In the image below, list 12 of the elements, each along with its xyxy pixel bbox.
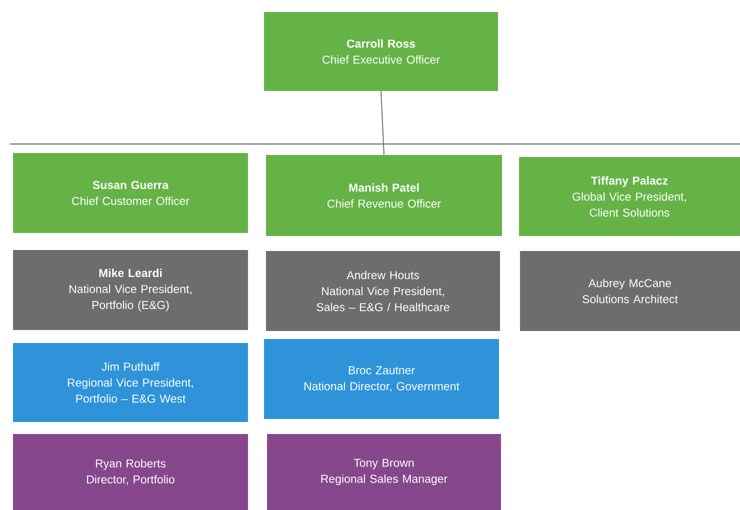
- person-box: Aubrey McCane Solutions Architect: [520, 251, 740, 331]
- person-box: Carroll Ross Chief Executive Officer: [264, 12, 498, 91]
- person-box: Jim Puthuff Regional Vice President, Portfolio – E&G West: [13, 343, 248, 422]
- person-box: Susan Guerra Chief Customer Officer: [13, 153, 248, 233]
- person-box: Andrew Houts National Vice President, Sales – E&G / Healthcare: [266, 251, 500, 331]
- person-box: Tiffany Palacz Global Vice President, Client Solutions: [519, 157, 740, 236]
- connector-line: [380, 90, 384, 156]
- person-box: Manish Patel Chief Revenue Officer: [266, 155, 502, 236]
- person-box: Mike Leardi National Vice President, Portfolio (E&G): [13, 250, 248, 330]
- person-box: Tony Brown Regional Sales Manager: [267, 434, 501, 510]
- person-box: Broc Zautner National Director, Government: [264, 339, 499, 419]
- person-box: Ryan Roberts Director, Portfolio: [13, 434, 248, 510]
